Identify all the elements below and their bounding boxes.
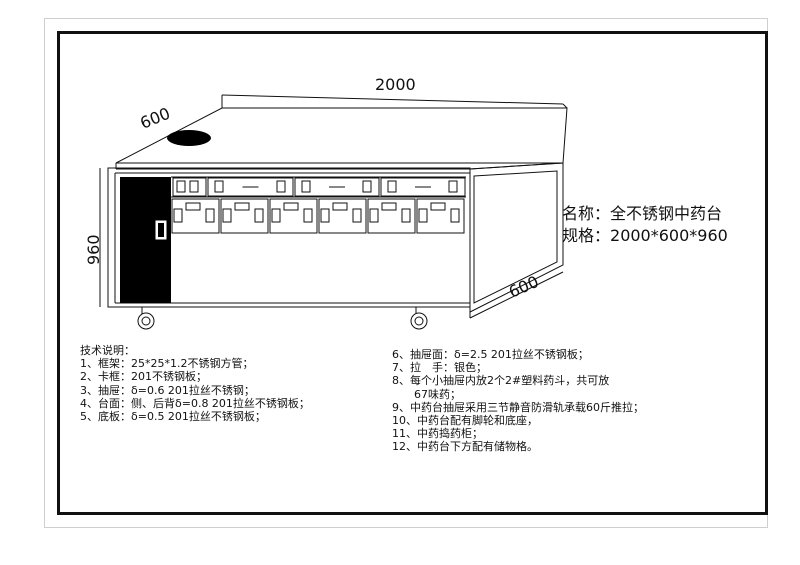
drawer-handle <box>176 180 186 193</box>
spec-value: 2000*600*960 <box>610 226 728 245</box>
note-item: 11、中药捣药柜； <box>392 427 483 441</box>
drawer-grid <box>171 176 466 234</box>
drawer-label-slot <box>430 202 446 211</box>
note-item: 1、框架：25*25*1.2不锈钢方管； <box>80 357 254 371</box>
tech-notes-right: 6、抽屉面：δ=2.5 201拉丝不锈钢板； 7、拉 手：银色； 8、每个小抽屉… <box>392 348 644 454</box>
drawer-handle <box>387 180 397 193</box>
drawer-front <box>318 198 367 234</box>
note-item: 2、卡框：201不锈钢板； <box>80 370 207 384</box>
note-item: 3、抽屉：δ=0.6 201拉丝不锈钢； <box>80 383 255 397</box>
notes-heading: 技术说明： <box>80 344 135 357</box>
drawer-front <box>367 198 416 234</box>
title-block: 名称：全不锈钢中药台 规格：2000*600*960 <box>562 203 728 247</box>
name-row: 名称：全不锈钢中药台 <box>562 203 728 225</box>
black-side-cabinet <box>120 177 171 303</box>
drawer-handle <box>189 180 199 193</box>
drawer-label-slot <box>234 202 250 211</box>
note-item: 5、底板：δ=0.5 201拉丝不锈钢板； <box>80 409 266 423</box>
note-item: 6、抽屉面：δ=2.5 201拉丝不锈钢板； <box>392 348 589 361</box>
drawer-front <box>171 198 220 234</box>
side-panel <box>469 162 564 313</box>
drawer-handle <box>320 208 330 223</box>
drawer-handle <box>303 208 313 223</box>
note-item: 4、台面：侧、后背δ=0.8 201拉丝不锈钢板； <box>80 396 310 410</box>
drawer-handle <box>418 208 428 223</box>
dim-lines <box>99 168 564 319</box>
note-item: 10、中药台配有脚轮和底座， <box>392 413 538 427</box>
caster-right <box>410 307 428 330</box>
drawer-front <box>269 198 318 234</box>
drawer-handle <box>254 208 264 223</box>
drawer-label-slot <box>283 202 299 211</box>
dim-length: 2000 <box>375 75 416 94</box>
drawer-handle <box>450 208 460 223</box>
drawing-border <box>57 31 768 515</box>
dim-height: 960 <box>84 234 103 265</box>
drawer-front <box>220 198 269 234</box>
drawer-handle <box>401 208 411 223</box>
drawer-front <box>207 177 294 197</box>
drawer-handle <box>205 208 215 223</box>
drawer-handle <box>276 180 286 193</box>
drawer-label-slot <box>332 202 348 211</box>
note-item: 9、中药台抽屉采用三节静音防滑轨承载60斤推拉； <box>392 400 644 414</box>
drawer-front <box>172 177 207 197</box>
caster-left <box>137 307 155 330</box>
note-item: 7、拉 手：银色； <box>392 361 487 375</box>
drawer-front <box>416 198 465 234</box>
note-item: 12、中药台下方配有储物格。 <box>392 440 538 454</box>
drawer-handle <box>448 180 458 193</box>
spec-row: 规格：2000*600*960 <box>562 225 728 247</box>
drawer-handle <box>352 208 362 223</box>
drawer-front <box>380 177 466 197</box>
drawer-label-slot <box>185 202 201 211</box>
note-item-continued: 67味药； <box>414 387 461 401</box>
drawer-handle <box>369 208 379 223</box>
drawer-handle <box>214 180 224 193</box>
drawer-handle <box>271 208 281 223</box>
note-item: 8、每个小抽屉内放2个2#塑料药斗，共可放 <box>392 374 610 388</box>
name-label: 名称： <box>562 204 611 223</box>
mortar-hole <box>167 130 211 146</box>
drawer-handle <box>222 208 232 223</box>
spec-label: 规格： <box>562 226 611 245</box>
side-cabinet-handle-inner <box>158 223 164 237</box>
drawer-front <box>294 177 380 197</box>
name-value: 全不锈钢中药台 <box>610 204 723 223</box>
drawer-label-slot <box>381 202 397 211</box>
dim-depth-top: 600 <box>137 104 172 133</box>
tech-notes-left: 技术说明： 1、框架：25*25*1.2不锈钢方管； 2、卡框：201不锈钢板；… <box>80 344 310 423</box>
drawer-handle <box>173 208 183 223</box>
drawer-handle <box>362 180 372 193</box>
dim-depth-side: 600 <box>506 272 542 302</box>
drawer-handle <box>301 180 311 193</box>
